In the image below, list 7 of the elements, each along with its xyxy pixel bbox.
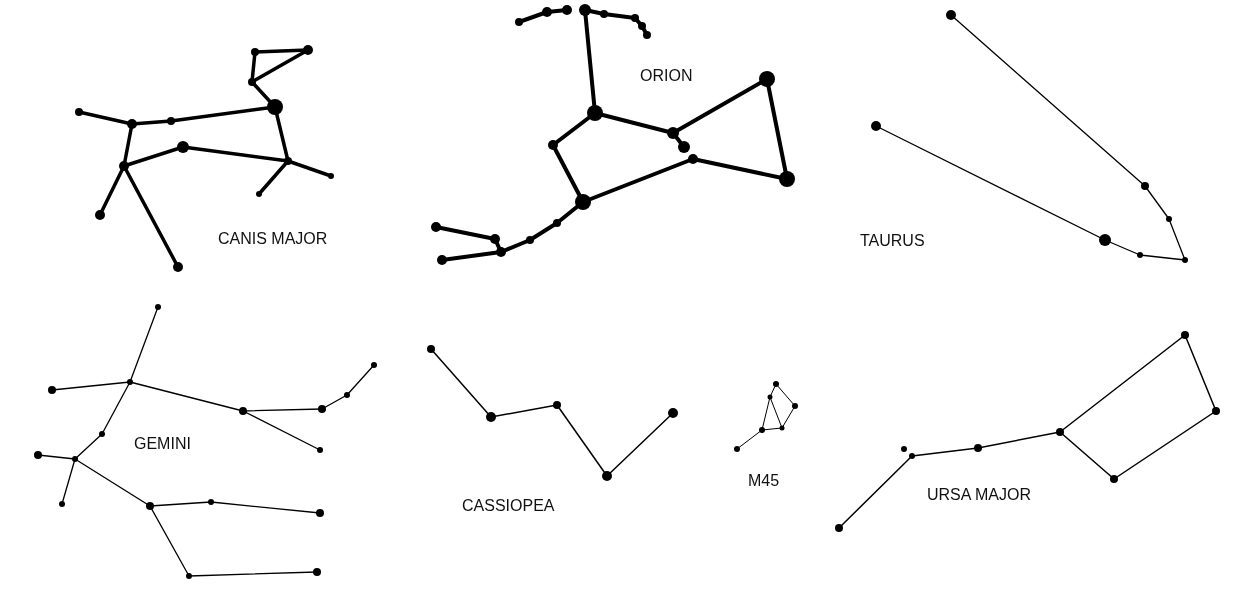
constellation-name: GEMINI bbox=[134, 436, 191, 452]
constellation-name: URSA MAJOR bbox=[927, 487, 1031, 503]
constellation-name: CANIS MAJOR bbox=[218, 231, 328, 247]
constellation-name: ORION bbox=[640, 68, 693, 84]
constellation-name: CASSIOPEA bbox=[462, 498, 555, 514]
constellation-name: M45 bbox=[748, 473, 780, 489]
constellation-name: TAURUS bbox=[860, 233, 925, 249]
